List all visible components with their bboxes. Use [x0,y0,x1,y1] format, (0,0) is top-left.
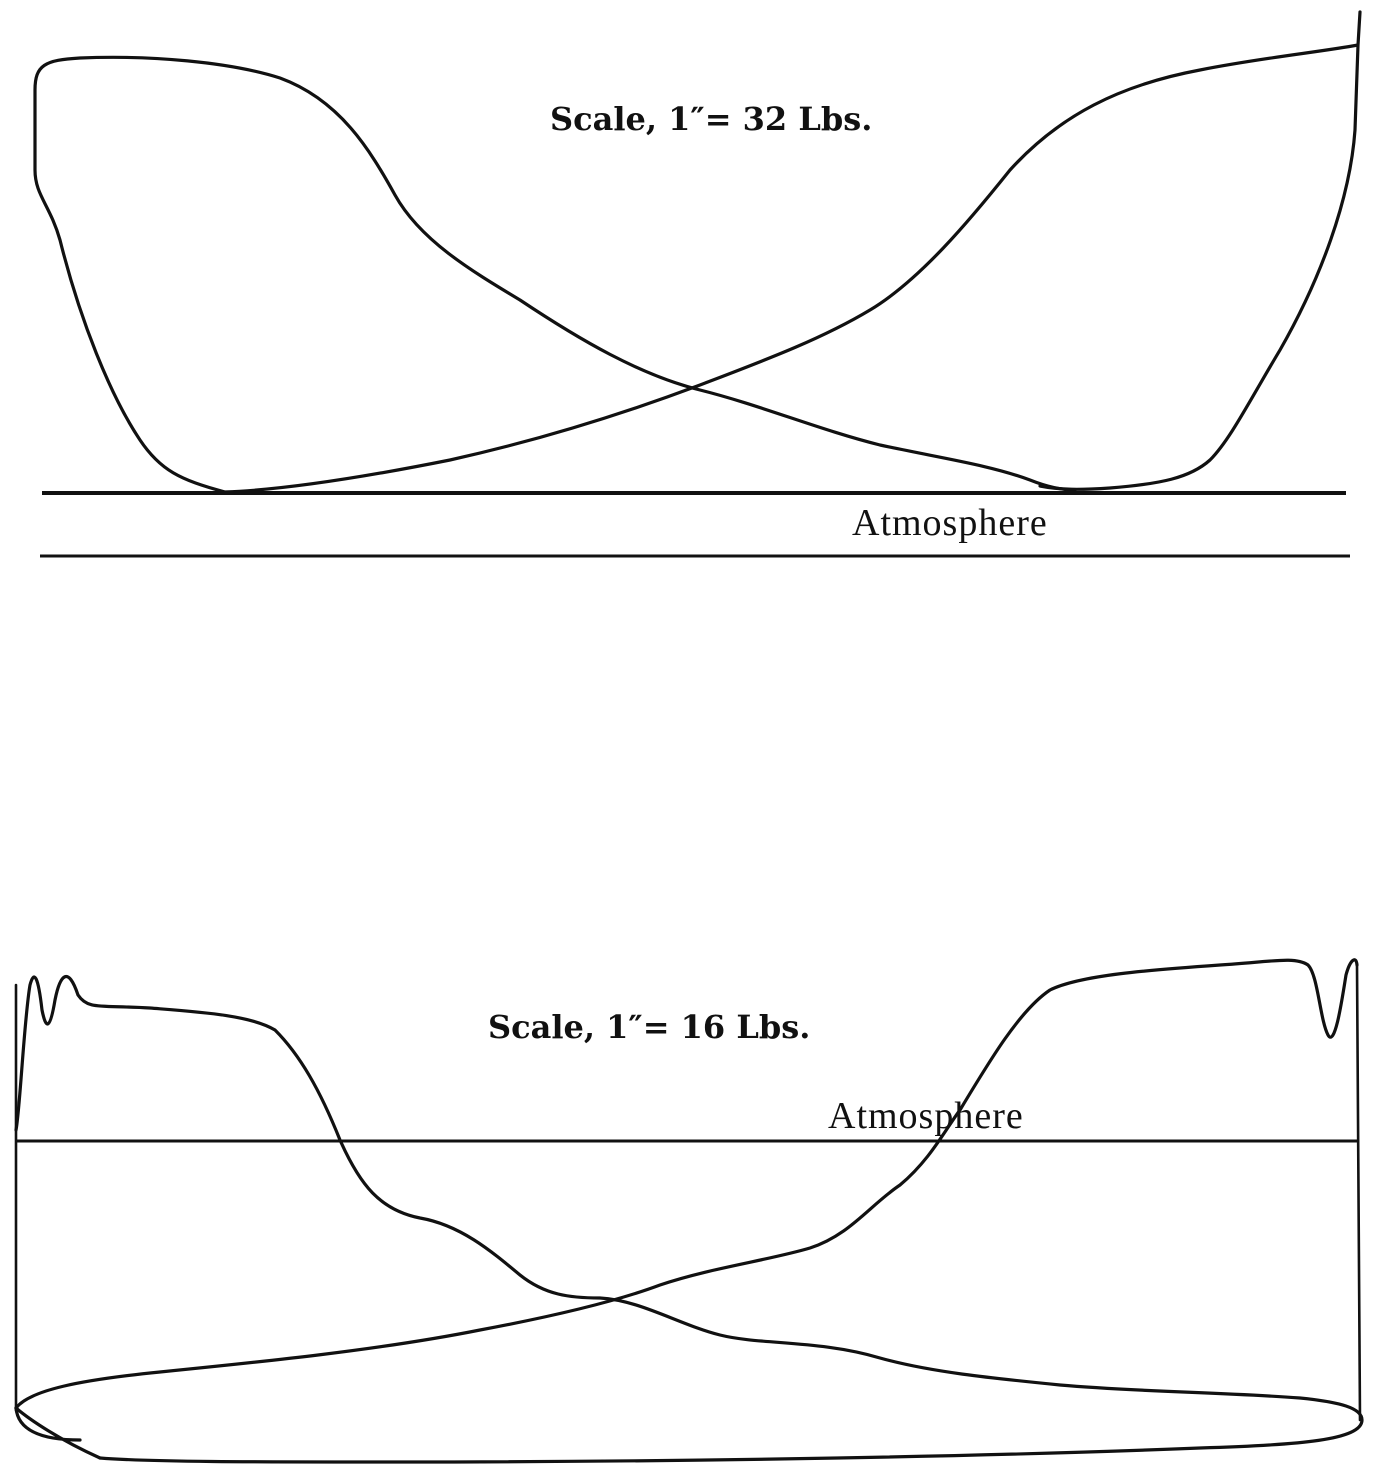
top-scale-label: Scale, 1″= 32 Lbs. [550,100,872,138]
bottom-indicator-diagram: Scale, 1″= 16 Lbs. Atmosphere [14,958,1364,1464]
top-curve-right-card [223,10,1362,494]
top-curve-left-card [33,55,1077,494]
bottom-atmosphere-label: Atmosphere [828,1095,1024,1137]
bottom-curve-left-card [14,974,1364,1464]
top-atmosphere-label: Atmosphere [852,502,1048,544]
bottom-curve-loop-close [14,1406,102,1460]
top-indicator-diagram: Scale, 1″= 32 Lbs. Atmosphere [33,10,1362,558]
bottom-curve-right-card [14,958,1359,1410]
bottom-scale-label: Scale, 1″= 16 Lbs. [488,1008,810,1046]
bottom-right-frame-line [1355,963,1362,1422]
